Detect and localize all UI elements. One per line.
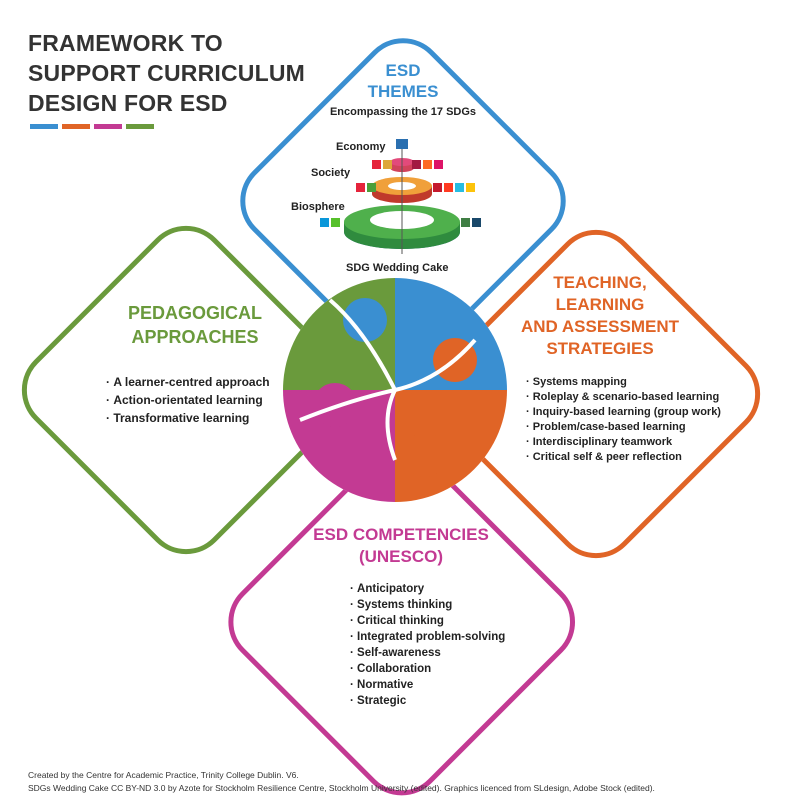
list-item: Integrated problem-solving <box>350 629 505 645</box>
pedagogical-list: A learner-centred approach Action-orient… <box>106 373 270 427</box>
themes-heading-line-2: THEMES <box>367 82 439 101</box>
list-item: Critical thinking <box>350 613 505 629</box>
cake-label-society: Society <box>311 167 351 179</box>
title-line-1: FRAMEWORK TO <box>28 30 223 56</box>
list-item: Problem/case-based learning <box>526 420 721 435</box>
page-title: FRAMEWORK TO SUPPORT CURRICULUM DESIGN F… <box>28 28 305 118</box>
competencies-heading-line-2: (UNESCO) <box>358 547 444 566</box>
list-item: Roleplay & scenario-based learning <box>526 390 721 405</box>
list-item: Critical self & peer reflection <box>526 450 721 465</box>
list-item: Transformative learning <box>106 409 270 427</box>
list-item: Systems thinking <box>350 597 505 613</box>
list-item: Systems mapping <box>526 375 721 390</box>
color-bar-blue <box>30 124 58 129</box>
list-item: Interdisciplinary teamwork <box>526 435 721 450</box>
pedagogical-heading-line-2: APPROACHES <box>131 327 259 347</box>
teaching-heading-line-1: TEACHING, <box>553 273 647 292</box>
footer-credit-line: Created by the Centre for Academic Pract… <box>28 770 299 780</box>
themes-heading: ESD THEMES <box>340 60 466 102</box>
sdg-wedding-cake <box>320 139 481 254</box>
list-item: A learner-centred approach <box>106 373 269 391</box>
pedagogical-heading-line-1: PEDAGOGICAL <box>127 303 262 323</box>
teaching-heading-line-3: AND ASSESSMENT <box>520 317 680 336</box>
list-item: Normative <box>350 677 505 693</box>
title-line-3: DESIGN FOR ESD <box>28 90 228 116</box>
themes-subtitle: Encompassing the 17 SDGs <box>329 106 477 118</box>
footer-license-line: SDGs Wedding Cake CC BY-ND 3.0 by Azote … <box>28 783 655 793</box>
teaching-heading: TEACHING, LEARNING AND ASSESSMENT STRATE… <box>500 272 700 360</box>
puzzle-circle <box>283 278 507 502</box>
color-bar-pink <box>94 124 122 129</box>
list-item: Action-orientated learning <box>106 391 270 409</box>
list-item: Inquiry-based learning (group work) <box>526 405 721 420</box>
themes-heading-line-1: ESD <box>385 61 421 80</box>
cake-caption: SDG Wedding Cake <box>346 262 449 274</box>
cake-label-economy: Economy <box>336 141 386 153</box>
puzzle-piece-pink <box>283 390 395 502</box>
list-item: Collaboration <box>350 661 505 677</box>
teaching-list: Systems mapping Roleplay & scenario-base… <box>526 375 721 465</box>
puzzle-piece-blue <box>395 278 507 390</box>
list-item: Self-awareness <box>350 645 505 661</box>
teaching-heading-line-2: LEARNING <box>555 295 645 314</box>
color-bar-orange <box>62 124 90 129</box>
color-bar-green <box>126 124 154 129</box>
competencies-heading-line-1: ESD COMPETENCIES <box>313 525 489 544</box>
competencies-list: Anticipatory Systems thinking Critical t… <box>350 581 505 709</box>
title-line-2: SUPPORT CURRICULUM <box>28 60 306 86</box>
pedagogical-heading: PEDAGOGICAL APPROACHES <box>120 301 270 349</box>
cake-label-biosphere: Biosphere <box>291 201 345 213</box>
teaching-heading-line-4: STRATEGIES <box>546 339 654 358</box>
competencies-heading: ESD COMPETENCIES (UNESCO) <box>296 524 506 568</box>
list-item: Strategic <box>350 693 505 709</box>
list-item: Anticipatory <box>350 581 505 597</box>
